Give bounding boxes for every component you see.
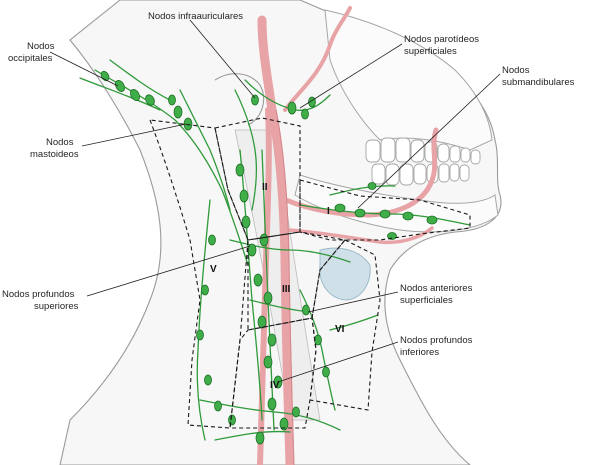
node-mastoid: [168, 94, 176, 106]
node-deep-inferior: [255, 431, 265, 445]
lymph-submandibular-branch: [329, 185, 396, 196]
node-posterior: [214, 400, 222, 412]
facial-artery: [283, 127, 439, 218]
node-submandibular: [387, 232, 397, 240]
level-label-II: II: [262, 182, 268, 193]
node-parotid: [287, 101, 297, 115]
level-numerals: I II III IV V VI: [210, 182, 345, 391]
node-deep-middle: [267, 333, 277, 347]
label-deep-inferior-line1: Nodos profundos: [400, 335, 473, 346]
leader-lines: [49, 19, 501, 383]
ear-outline: [214, 73, 265, 126]
node-submandibular: [402, 211, 414, 221]
carotid-artery-edge: [275, 109, 295, 465]
label-submandibular-line2: submandibulares: [502, 77, 575, 88]
node-submandibular: [354, 208, 366, 218]
node-deep-superior: [239, 189, 249, 203]
label-deep-superior-line2: superiores: [34, 301, 79, 312]
node-deep-superior: [259, 233, 269, 247]
leader-parotid: [299, 43, 403, 109]
node-posterior: [201, 284, 209, 296]
node-parotid: [301, 108, 309, 120]
node-submandibular: [334, 203, 346, 213]
label-deep-superior-line1: Nodos profundos: [2, 289, 75, 300]
zone-level-III: [247, 231, 347, 331]
label-mastoid-line1: Nodos: [46, 137, 74, 148]
node-deep-inferior: [267, 397, 277, 411]
node-deep-inferior: [279, 417, 289, 431]
label-mastoid-line2: mastoideos: [30, 149, 79, 160]
lymph-mastoid-chain: [179, 89, 231, 211]
lymph-right-branch: [329, 314, 379, 331]
node-posterior: [204, 374, 212, 386]
node-deep-superior: [247, 243, 257, 257]
node-occipital: [145, 94, 155, 106]
mandible: [294, 174, 499, 233]
label-occipital-line2: occipitales: [8, 53, 53, 64]
node-posterior: [228, 414, 236, 426]
node-submandibular: [379, 209, 391, 219]
node-occipital: [130, 89, 140, 101]
node-deep-middle: [257, 315, 267, 329]
leader-submandibular: [357, 73, 501, 209]
lymph-posterior-chain: [196, 199, 211, 441]
node-anterior: [314, 334, 322, 346]
node-deep-middle: [253, 273, 263, 287]
lymph-infraauricular-chain: [234, 89, 258, 211]
node-anterior: [322, 366, 330, 378]
label-parotid-line1: Nodos parotídeos: [404, 34, 479, 45]
level-label-V: V: [210, 264, 217, 275]
lingual-artery: [286, 226, 434, 245]
label-occipital-line1: Nodos: [27, 41, 55, 52]
node-infraauricular: [251, 94, 259, 106]
level-label-I: I: [327, 206, 330, 217]
zone-level-V: [149, 119, 249, 429]
node-anterior: [292, 406, 300, 418]
label-infraauricular: Nodos infraauriculares: [148, 11, 243, 22]
level-label-III: III: [282, 284, 291, 295]
level-zones: [149, 117, 471, 429]
level-label-VI: VI: [335, 324, 345, 335]
leader-occipital: [49, 51, 119, 87]
node-submandibular: [426, 215, 438, 225]
node-submandibular: [367, 182, 377, 190]
leader-deep-superior: [86, 245, 251, 297]
lymph-occipital-branch: [109, 59, 171, 101]
lymph-lower-branch-2: [214, 430, 291, 441]
lymph-lower-branch-1: [199, 399, 341, 431]
node-mastoid: [173, 105, 183, 119]
node-deep-inferior: [263, 355, 273, 369]
leader-anterior-superficial: [307, 291, 399, 313]
node-occipital: [115, 80, 125, 92]
zone-level-I: [299, 179, 471, 241]
label-anterior-superficial-line2: superficiales: [400, 295, 453, 306]
leader-deep-inferior: [277, 341, 399, 383]
carotid-artery: [257, 15, 295, 465]
leader-mastoid: [81, 123, 187, 147]
upper-teeth: [365, 137, 481, 165]
label-parotid-line2: superficiales: [404, 46, 457, 57]
leader-infraauricular: [189, 19, 256, 99]
node-deep-superior: [241, 215, 251, 229]
label-deep-inferior-line2: inferiores: [400, 347, 439, 358]
node-deep-middle: [263, 291, 273, 305]
temporal-artery: [283, 6, 352, 112]
label-anterior-superficial-line1: Nodos anteriores: [400, 283, 473, 294]
zone-level-VI: [309, 239, 381, 411]
node-anterior: [302, 304, 310, 316]
labels: Nodos infraauriculares Nodos occipitales…: [2, 11, 575, 358]
lymph-occipital-branch-2: [79, 77, 161, 111]
skull: [324, 9, 493, 151]
label-submandibular-line1: Nodos: [502, 65, 530, 76]
node-posterior: [208, 234, 216, 246]
thyroid-gland: [319, 247, 371, 301]
level-label-IV: IV: [270, 380, 280, 391]
node-deep-superior: [235, 163, 245, 177]
node-posterior: [196, 329, 204, 341]
lymph-nodes: [100, 70, 438, 445]
node-mastoid: [183, 117, 193, 131]
